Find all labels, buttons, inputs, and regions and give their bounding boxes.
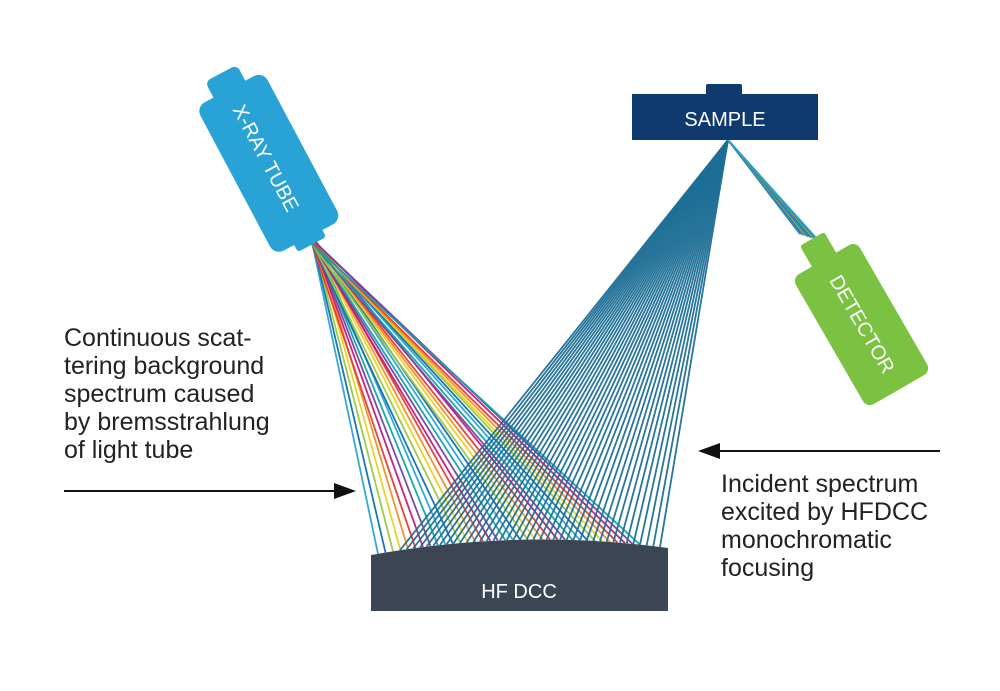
note-line: Incident spectrum: [721, 470, 919, 498]
focused-beam: [605, 139, 729, 543]
tube-beam: [313, 243, 394, 552]
detector-beam: [727, 139, 819, 241]
focused-beam: [619, 139, 729, 543]
focused-beam: [639, 139, 729, 545]
crystal-to-sample-beams: [399, 139, 729, 551]
focused-beam: [659, 139, 729, 548]
tube-beam: [311, 243, 529, 541]
crystal-label: HF DCC: [481, 581, 557, 603]
tube-beam: [312, 243, 462, 544]
tube-beam: [313, 241, 581, 541]
tube-to-crystal-beams: [311, 241, 641, 554]
tube-beam: [313, 242, 544, 541]
focused-beam: [625, 139, 729, 544]
focused-beam: [592, 139, 729, 542]
focused-beam: [492, 139, 729, 542]
hf-dcc-crystal: HF DCC: [371, 539, 668, 611]
focused-beam: [565, 139, 729, 541]
sample-label: SAMPLE: [684, 109, 765, 131]
tube-beam: [311, 243, 417, 549]
tube-beam: [313, 241, 469, 543]
focused-beam: [579, 139, 729, 541]
note-line: by bremsstrahlung: [64, 408, 270, 436]
focused-beam: [585, 139, 729, 541]
focused-beam: [552, 139, 729, 540]
note-line: spectrum caused: [64, 380, 255, 408]
focused-beam: [632, 139, 729, 545]
note-line: excited by HFDCC: [721, 498, 928, 526]
tube-beam: [312, 241, 424, 548]
detector: DETECTOR: [794, 232, 929, 406]
focused-beam: [572, 139, 729, 541]
focused-beam: [472, 139, 729, 543]
tube-beam: [313, 242, 432, 547]
focused-beam: [599, 139, 729, 542]
x-ray-tube: X-RAY TUBE: [199, 66, 339, 252]
focused-beam: [645, 139, 729, 546]
tube-beam: [312, 242, 387, 553]
focused-beam: [545, 139, 729, 540]
note-line: of light tube: [64, 436, 194, 464]
note-line: tering background: [64, 352, 265, 380]
left-arrow: [64, 483, 356, 499]
note-line: Continuous scat-: [64, 324, 252, 352]
tube-beam: [312, 241, 536, 541]
sample-holder: SAMPLE: [632, 84, 818, 140]
focused-beam: [512, 139, 729, 541]
tube-beam: [311, 241, 379, 554]
focused-beam: [525, 139, 729, 541]
focused-beam: [485, 139, 729, 542]
tube-beam: [311, 241, 492, 542]
focused-beam: [539, 139, 729, 540]
focused-beam: [505, 139, 729, 541]
tube-beam: [311, 242, 454, 545]
focused-beam: [612, 139, 729, 543]
tube-beam: [314, 241, 514, 541]
focused-beam: [499, 139, 729, 541]
note-line: monochromatic: [721, 526, 892, 554]
sample-to-detector-beams: [727, 139, 819, 241]
focused-beam: [652, 139, 729, 547]
right-arrow: [698, 443, 940, 459]
focused-beam: [532, 139, 729, 540]
note-line: focusing: [721, 554, 815, 582]
focused-beam: [519, 139, 729, 541]
focused-beam: [559, 139, 729, 541]
focused-beam: [479, 139, 729, 542]
